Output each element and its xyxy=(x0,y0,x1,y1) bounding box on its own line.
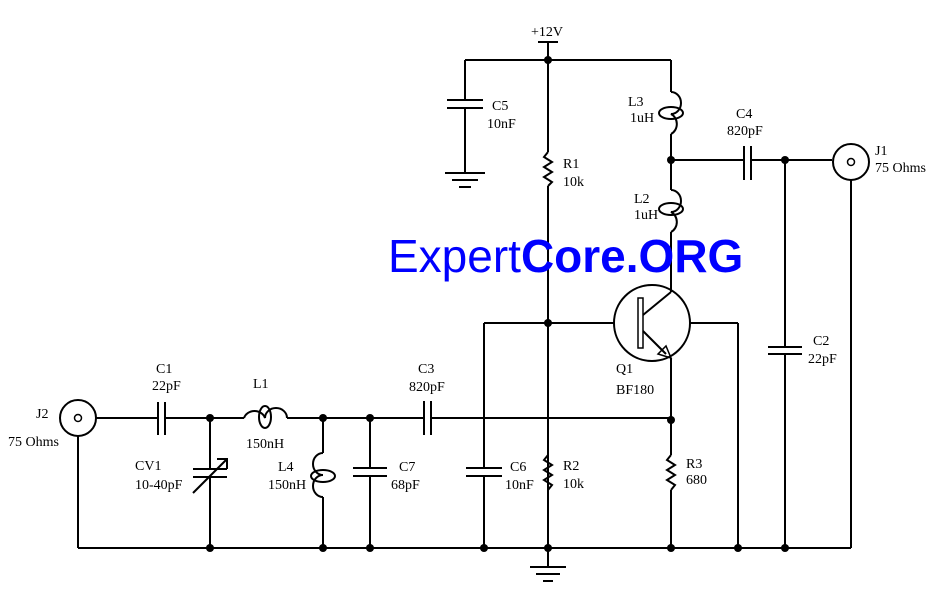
c2-capacitor: C2 22pF xyxy=(768,160,837,548)
q1-value: BF180 xyxy=(616,383,654,398)
r2-resistor: R2 10k xyxy=(542,454,584,492)
coil xyxy=(670,91,682,135)
junction-dot xyxy=(781,544,789,552)
l3-inductor: L3 1uH xyxy=(628,60,684,190)
c6-capacitor: C6 10nF xyxy=(466,323,534,548)
r3-ref: R3 xyxy=(686,457,702,472)
junction-dot xyxy=(319,544,327,552)
l2-ref: L2 xyxy=(634,192,650,207)
resistor-zigzag xyxy=(542,454,554,491)
watermark-core: Core xyxy=(521,230,626,282)
c1-capacitor: C1 22pF xyxy=(152,362,181,435)
j2-connector: J2 75 Ohms xyxy=(8,399,97,548)
connector-pin xyxy=(73,413,83,423)
r3-resistor: R3 680 xyxy=(665,420,707,548)
cv1-ref: CV1 xyxy=(135,459,161,474)
j1-ref: J1 xyxy=(875,144,887,159)
resistor-zigzag xyxy=(665,454,677,491)
coil-loop xyxy=(258,405,272,429)
l4-value: 150nH xyxy=(268,478,306,493)
j1-value: 75 Ohms xyxy=(875,161,926,176)
l4-inductor: L4 150nH xyxy=(268,418,336,548)
c3-ref: C3 xyxy=(418,362,434,377)
coil-loop xyxy=(658,106,684,120)
coil xyxy=(312,452,324,498)
watermark-text: ExpertCore.ORG xyxy=(388,230,743,282)
junction-dot xyxy=(544,319,552,327)
c2-value: 22pF xyxy=(808,352,837,367)
transistor-body xyxy=(613,284,691,362)
cv1-value: 10-40pF xyxy=(135,478,183,493)
c3-value: 820pF xyxy=(409,380,445,395)
emitter-lead xyxy=(642,330,667,355)
l2-value: 1uH xyxy=(634,208,658,223)
c5-ref: C5 xyxy=(492,99,508,114)
supply-label: +12V xyxy=(531,25,563,40)
ground-icon xyxy=(530,548,566,582)
variable-arrow xyxy=(192,459,227,494)
c6-ref: C6 xyxy=(510,460,526,475)
ground-icon xyxy=(445,172,485,188)
connector-ring xyxy=(59,399,97,437)
j2-ref: J2 xyxy=(36,407,48,422)
c5-capacitor: C5 10nF xyxy=(447,60,516,172)
junction-dot xyxy=(206,544,214,552)
coil-loop xyxy=(658,202,684,216)
c1-value: 22pF xyxy=(152,379,181,394)
junction-dot xyxy=(480,544,488,552)
c4-value: 820pF xyxy=(727,124,763,139)
c2-ref: C2 xyxy=(813,334,829,349)
junction-dot xyxy=(366,544,374,552)
cv1-variable-capacitor: CV1 10-40pF xyxy=(135,418,228,548)
watermark-org: .ORG xyxy=(626,230,744,282)
l4-ref: L4 xyxy=(278,460,294,475)
l1-ref: L1 xyxy=(253,377,269,392)
j1-connector: J1 75 Ohms xyxy=(832,143,926,548)
r2-ref: R2 xyxy=(563,459,579,474)
l2-inductor: L2 1uH xyxy=(634,189,684,286)
c1-ref: C1 xyxy=(156,362,172,377)
junction-dot xyxy=(734,544,742,552)
c4-ref: C4 xyxy=(736,107,752,122)
c4-capacitor: C4 820pF xyxy=(671,107,832,180)
variable-arrowhead xyxy=(217,458,228,469)
c3-capacitor: C3 820pF xyxy=(409,362,671,435)
l1-inductor: L1 150nH xyxy=(243,377,424,452)
coil-loop xyxy=(310,469,336,483)
r1-ref: R1 xyxy=(563,157,579,172)
base-bar xyxy=(637,297,644,349)
coil xyxy=(670,189,682,233)
emitter-arrow xyxy=(656,344,673,360)
r1-value: 10k xyxy=(563,175,584,190)
r2-value: 10k xyxy=(563,477,584,492)
r3-value: 680 xyxy=(686,473,707,488)
l3-value: 1uH xyxy=(630,111,654,126)
l1-value: 150nH xyxy=(246,437,284,452)
c6-value: 10nF xyxy=(505,478,534,493)
watermark-expert: Expert xyxy=(388,230,521,282)
resistor-zigzag xyxy=(542,151,554,187)
watermark: ExpertCore.ORG xyxy=(388,230,743,282)
connector-pin xyxy=(846,157,856,167)
coil xyxy=(243,407,288,419)
collector-lead xyxy=(642,291,672,316)
q1-ref: Q1 xyxy=(616,362,633,377)
q1-transistor: Q1 BF180 xyxy=(613,284,691,420)
l3-ref: L3 xyxy=(628,95,644,110)
junction-dot xyxy=(667,544,675,552)
c7-value: 68pF xyxy=(391,478,420,493)
c7-ref: C7 xyxy=(399,460,415,475)
connector-ring xyxy=(832,143,870,181)
c7-capacitor: C7 68pF xyxy=(353,418,420,548)
j2-value: 75 Ohms xyxy=(8,435,59,450)
r1-resistor: R1 10k xyxy=(542,60,584,548)
c5-value: 10nF xyxy=(487,117,516,132)
supply-12v: +12V xyxy=(531,25,563,60)
